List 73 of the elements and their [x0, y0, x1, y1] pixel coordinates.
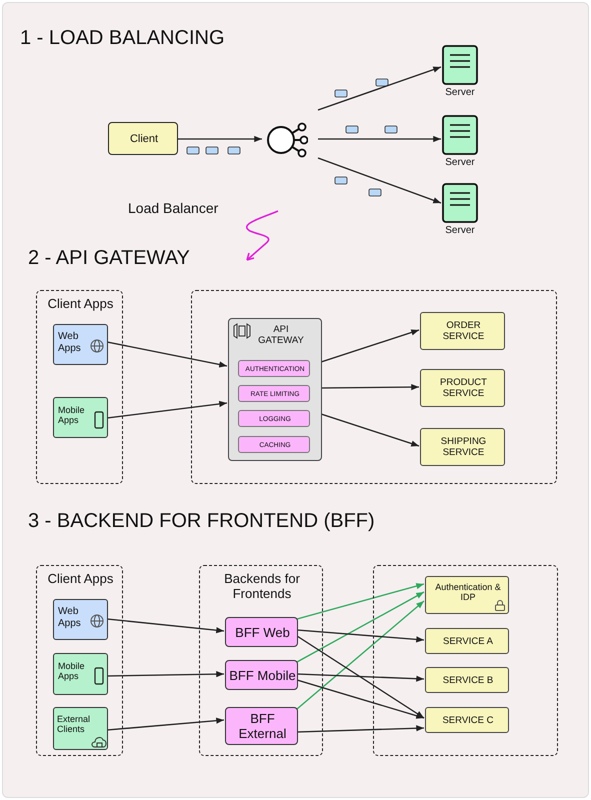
dashed-group-box: [191, 290, 557, 484]
box-label: SHIPPING SERVICE: [440, 435, 488, 460]
arrow: [178, 136, 262, 142]
section-heading: 1 - LOAD BALANCING: [20, 27, 225, 50]
arrow: [296, 673, 424, 682]
arrow: [296, 629, 424, 642]
box-label: Web Apps: [58, 331, 82, 354]
service-box: [420, 312, 505, 350]
box-label: SERVICE B: [442, 674, 494, 688]
arrow: [106, 718, 224, 731]
dashed-group-box: [373, 565, 558, 756]
bff-box: [225, 660, 298, 690]
service-box: [420, 428, 505, 466]
box-label: BFF Mobile: [228, 666, 297, 685]
server-label: Server: [444, 157, 476, 168]
feature-box: [238, 410, 310, 427]
app-box: [53, 599, 108, 640]
arrow: [296, 725, 424, 733]
service-box: [425, 576, 509, 614]
service-box: [425, 667, 509, 693]
group-heading: Backends for Frontends: [223, 572, 301, 602]
service-box: [420, 369, 505, 407]
section-heading: 3 - BACKEND FOR FRONTEND (BFF): [28, 510, 375, 533]
service-box: [425, 707, 509, 733]
arrow: [106, 618, 224, 634]
app-box: [53, 653, 108, 695]
dashed-group-box: [36, 565, 123, 756]
arrow: [106, 400, 228, 419]
box-label: Client: [128, 132, 160, 148]
box-label: API GATEWAY: [257, 325, 305, 347]
caption-label: Load Balancer: [128, 200, 218, 216]
arrow: [318, 66, 442, 111]
arrow: [321, 384, 419, 390]
arrow: [106, 341, 228, 368]
bff-box: [225, 617, 298, 647]
arrow: [296, 679, 424, 719]
arrow: [318, 157, 442, 204]
arrow: [320, 413, 420, 447]
arrow: [318, 136, 441, 142]
service-box: [425, 628, 509, 654]
arrow: [296, 600, 424, 710]
app-box: [53, 324, 108, 365]
client-box: [108, 122, 178, 155]
box-label: BFF Web: [234, 624, 291, 642]
arrow: [296, 583, 424, 620]
box-label: Mobile Apps: [58, 405, 86, 426]
arrow: [106, 671, 224, 678]
app-box: [53, 397, 108, 438]
gateway-box: [228, 318, 322, 461]
server-label: Server: [444, 225, 476, 236]
arrow: [296, 591, 424, 663]
bff-box: [225, 707, 298, 745]
box-label: Mobile Apps: [58, 661, 86, 682]
box-label: BFF External: [238, 710, 288, 743]
group-heading: Client Apps: [46, 297, 114, 312]
box-label: SERVICE A: [442, 634, 494, 649]
box-label: Authentication & IDP: [434, 582, 502, 603]
feature-box: [238, 385, 310, 402]
box-label: ORDER SERVICE: [442, 319, 486, 344]
box-label: SERVICE C: [441, 714, 495, 728]
feature-box: [238, 436, 310, 453]
box-label: PRODUCT SERVICE: [439, 376, 488, 401]
dashed-group-box: [36, 290, 123, 484]
feature-box: [238, 360, 310, 377]
box-label: External Clients: [57, 714, 92, 735]
server-label: Server: [444, 87, 476, 98]
box-label: Web Apps: [58, 606, 82, 629]
dashed-group-box: [199, 565, 323, 756]
group-heading: Client Apps: [46, 572, 114, 587]
section-heading: 2 - API GATEWAY: [28, 247, 190, 270]
app-box: [53, 707, 108, 750]
arrow: [320, 329, 420, 363]
arrow: [296, 635, 424, 719]
